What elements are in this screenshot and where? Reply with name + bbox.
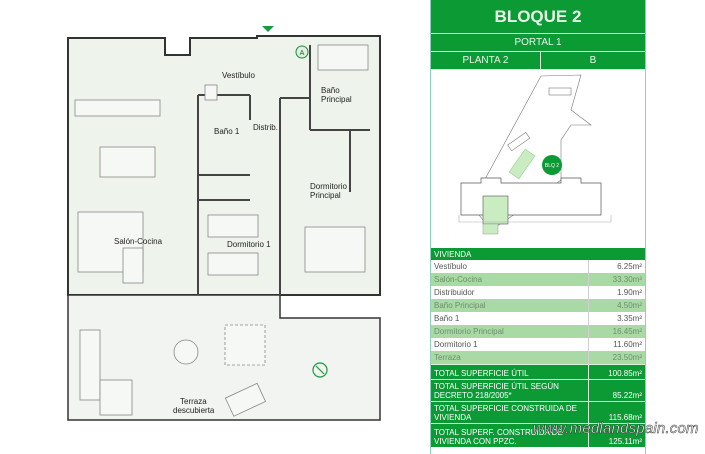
room-label-terraza-2: descubierta	[173, 406, 215, 415]
site-highlight	[508, 148, 536, 180]
watermark: www.medlandspain.com	[533, 420, 699, 438]
floor-plan: A Vestíbulo Baño Principal Baño 1 Distri…	[67, 26, 381, 421]
room-label-bano-1: Baño 1	[214, 127, 240, 136]
block-terrace-highlight	[482, 223, 499, 235]
room-label-dormitorio-principal-2: Principal	[310, 191, 341, 200]
block-terraces	[458, 215, 612, 223]
site-map: BLQ 2	[431, 70, 645, 248]
room-label-dormitorio-1: Dormitorio 1	[227, 240, 271, 249]
svg-text:BLQ 2: BLQ 2	[545, 163, 559, 169]
entry-marker-A: A	[295, 45, 309, 59]
room-label-salon-cocina: Salón-Cocina	[114, 237, 163, 246]
info-panel: BLOQUE 2 PORTAL 1 PLANTA 2 B BLQ 2 VIVIE…	[430, 0, 646, 454]
interior-walls	[197, 45, 370, 295]
floor-label: PLANTA 2	[431, 52, 541, 69]
room-label-dormitorio-principal: Dormitorio	[310, 182, 347, 191]
svg-text:A: A	[300, 50, 305, 57]
site-building-top	[548, 87, 572, 96]
block-title: BLOQUE 2	[431, 0, 645, 34]
furniture	[74, 44, 369, 417]
total-row: TOTAL SUPERFICIE ÚTIL SEGÚN DECRETO 218/…	[431, 379, 645, 402]
site-badge: BLQ 2	[542, 155, 562, 175]
table-header: VIVIENDA	[431, 248, 645, 260]
portal-label: PORTAL 1	[431, 34, 645, 52]
block-floorplan-outline	[460, 177, 602, 216]
unit-letter: B	[589, 55, 597, 66]
floor-row: PLANTA 2 B	[431, 52, 645, 70]
entrance-arrow-icon	[262, 26, 274, 32]
room-label-vestibulo: Vestíbulo	[222, 71, 255, 80]
room-label-distrib: Distrib.	[253, 123, 278, 132]
block-unit-highlight	[482, 195, 509, 225]
north-compass-icon	[312, 362, 328, 378]
room-label-terraza: Terraza	[180, 397, 207, 406]
total-row: TOTAL SUPERF. CONSTRUIDA DE VIVIENDA CON…	[431, 423, 645, 447]
room-label-bano-principal-2: Principal	[321, 95, 352, 104]
site-building-left	[507, 131, 531, 152]
room-label-bano-principal: Baño	[321, 86, 340, 95]
